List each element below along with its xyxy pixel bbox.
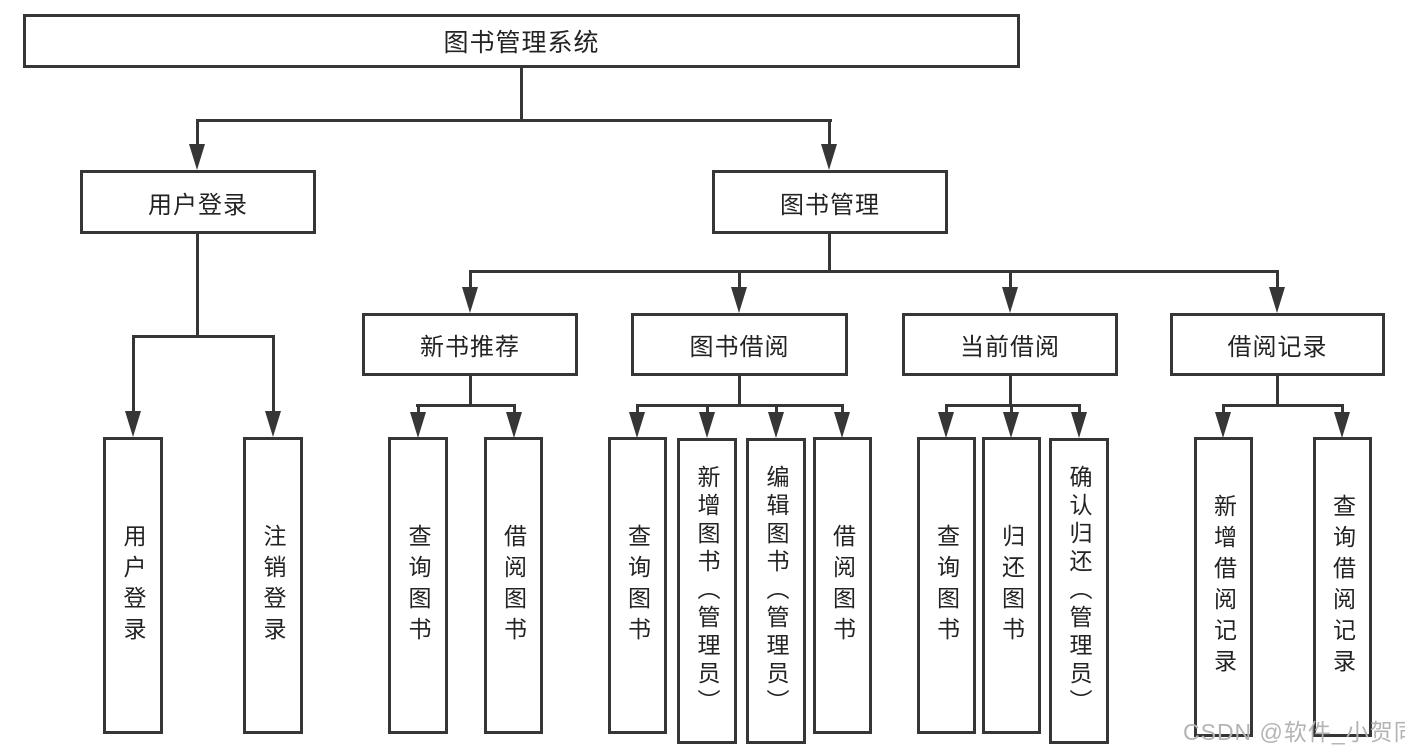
node-book-management-label: 图书管理: [780, 191, 880, 219]
arrowhead: [506, 412, 522, 438]
leaf-add-book-admin-label: 新增图书（管理员）: [694, 465, 720, 717]
node-new-book-recommendation-label: 新书推荐: [420, 334, 520, 361]
connector-drop-leaf: [272, 335, 275, 413]
arrowhead: [410, 412, 426, 438]
connector-drop-leaf: [1010, 404, 1013, 415]
connector-drop-leaf: [775, 404, 778, 415]
leaf-logout: 注销登录: [243, 437, 303, 734]
node-current-borrowing-label: 当前借阅: [960, 334, 1060, 361]
leaf-confirm-return-admin-label: 确认归还（管理员）: [1066, 465, 1092, 717]
arrowhead: [629, 412, 645, 438]
node-book-borrowing: 图书借阅: [631, 313, 848, 376]
arrowhead: [938, 412, 954, 438]
leaf-edit-book-admin-label: 编辑图书（管理员）: [763, 465, 789, 717]
connector-user-login-stem: [196, 232, 199, 336]
leaf-borrow-books-borrowing: 借阅图书: [813, 437, 872, 734]
connector-user-login-split: [132, 335, 274, 338]
arrowhead: [1269, 287, 1285, 313]
connector-drop-leaf: [417, 404, 420, 415]
arrowhead: [821, 144, 837, 170]
connector-drop-leaf: [132, 335, 135, 413]
leaf-query-books-current: 查询图书: [917, 437, 976, 734]
arrowhead: [189, 144, 205, 170]
connector-drop-leaf: [706, 404, 709, 415]
connector-current-borrowing-split: [945, 404, 1081, 407]
leaf-query-books-new: 查询图书: [388, 437, 448, 734]
arrowhead: [1071, 412, 1087, 438]
node-book-borrowing-label: 图书借阅: [689, 334, 790, 361]
leaf-logout-label: 注销登录: [260, 523, 286, 648]
leaf-query-books-borrowing: 查询图书: [608, 437, 667, 734]
leaf-add-borrow-record: 新增借阅记录: [1194, 437, 1253, 737]
connector-borrow-records-stem: [1276, 374, 1279, 406]
connector-book-management-split: [469, 270, 1279, 273]
connector-drop-user-login: [196, 119, 199, 147]
connector-drop-new-books: [469, 270, 472, 289]
connector-drop-leaf: [841, 404, 844, 415]
node-root-label: 图书管理系统: [443, 29, 600, 57]
arrowhead: [731, 287, 747, 313]
leaf-query-books-new-label: 查询图书: [405, 523, 431, 648]
arrowhead: [1003, 412, 1019, 438]
arrowhead: [1334, 412, 1350, 438]
connector-book-borrowing-stem: [738, 374, 741, 406]
leaf-query-borrow-record: 查询借阅记录: [1313, 437, 1372, 737]
leaf-edit-book-admin: 编辑图书（管理员）: [746, 438, 806, 744]
node-new-book-recommendation: 新书推荐: [362, 313, 578, 376]
connector-drop-leaf: [636, 404, 639, 415]
connector-drop-leaf: [1078, 404, 1081, 415]
leaf-borrow-books-borrowing-label: 借阅图书: [829, 523, 856, 648]
leaf-user-login-label: 用户登录: [120, 523, 146, 648]
connector-drop-book-borrowing: [738, 270, 741, 289]
leaf-borrow-books-new-label: 借阅图书: [500, 523, 527, 648]
connector-drop-leaf: [1222, 404, 1225, 415]
leaf-add-borrow-record-label: 新增借阅记录: [1210, 494, 1237, 680]
connector-root-stem: [520, 66, 523, 120]
connector-new-books-split: [416, 404, 516, 407]
arrowhead: [265, 411, 281, 437]
leaf-query-books-borrowing-label: 查询图书: [624, 523, 651, 648]
connector-new-books-stem: [469, 374, 472, 406]
connector-book-borrowing-split: [636, 404, 844, 407]
connector-drop-book-management: [828, 119, 831, 147]
arrowhead: [462, 287, 478, 313]
leaf-return-book-label: 归还图书: [998, 523, 1025, 648]
node-book-management: 图书管理: [712, 170, 948, 234]
arrowhead: [834, 412, 850, 438]
leaf-borrow-books-new: 借阅图书: [484, 437, 543, 734]
connector-root-split: [196, 119, 832, 122]
node-user-login-label: 用户登录: [148, 191, 248, 219]
leaf-user-login: 用户登录: [103, 437, 163, 734]
leaf-query-borrow-record-label: 查询借阅记录: [1329, 494, 1356, 680]
leaf-add-book-admin: 新增图书（管理员）: [677, 438, 737, 744]
connector-drop-current-borrowing: [1009, 270, 1012, 289]
leaf-confirm-return-admin: 确认归还（管理员）: [1049, 438, 1109, 744]
node-current-borrowing: 当前借阅: [902, 313, 1118, 376]
csdn-watermark: CSDN @软件_小贺同学: [1183, 719, 1405, 745]
arrowhead: [1002, 287, 1018, 313]
connector-drop-leaf: [1341, 404, 1344, 415]
node-borrow-records-label: 借阅记录: [1227, 334, 1328, 361]
node-borrow-records: 借阅记录: [1170, 313, 1385, 376]
arrowhead: [768, 412, 784, 438]
connector-book-management-stem: [828, 232, 831, 272]
connector-drop-borrow-records: [1276, 270, 1279, 289]
node-root: 图书管理系统: [23, 14, 1020, 68]
arrowhead: [1215, 412, 1231, 438]
arrowhead: [125, 411, 141, 437]
connector-current-borrowing-stem: [1009, 374, 1012, 406]
node-user-login: 用户登录: [80, 170, 316, 234]
connector-drop-leaf: [513, 404, 516, 415]
leaf-query-books-current-label: 查询图书: [933, 523, 960, 648]
connector-borrow-records-split: [1222, 404, 1344, 407]
connector-drop-leaf: [945, 404, 948, 415]
leaf-return-book: 归还图书: [982, 437, 1041, 734]
arrowhead: [699, 412, 715, 438]
